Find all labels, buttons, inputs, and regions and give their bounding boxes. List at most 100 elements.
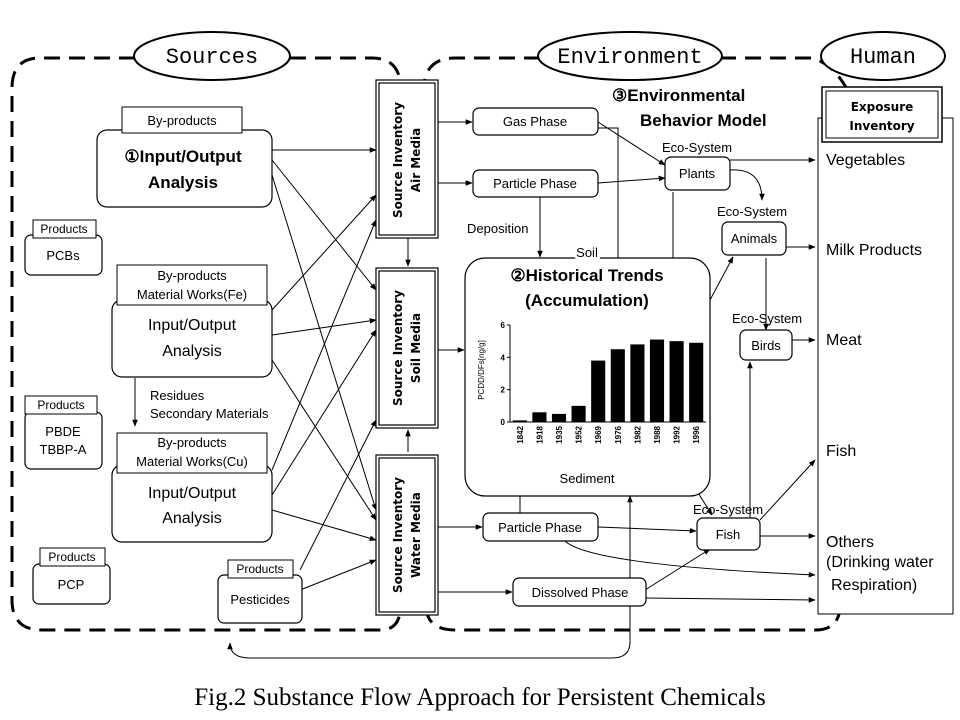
pcbs-tab: Products: [40, 222, 87, 236]
eco-animals[interactable]: Eco-System Animals: [717, 204, 787, 256]
chart-y-tick-6: 6: [501, 321, 506, 330]
chart-x-tick-1918: 1918: [535, 425, 544, 443]
inventory-air-line1: Source Inventory: [391, 102, 405, 218]
chart-x-tick-1988: 1988: [653, 425, 662, 443]
particle-phase-water-box[interactable]: Particle Phase: [482, 512, 599, 542]
chart-x-tick-1976: 1976: [614, 425, 623, 443]
io1-line1: Input/Output: [140, 147, 242, 166]
eco-birds-label: Eco-System: [732, 311, 802, 326]
figure-caption: Fig.2 Substance Flow Approach for Persis…: [194, 684, 765, 711]
human-header-label: Human: [850, 45, 916, 70]
io3-tab-line1: By-products: [157, 435, 227, 450]
human-header: Human: [820, 31, 946, 81]
gas-phase-label: Gas Phase: [503, 114, 567, 129]
human-milk-products: Milk Products: [826, 242, 922, 259]
exposure-inventory-panel[interactable]: Exposure Inventory Vegetables Milk Produ…: [817, 86, 954, 615]
inventory-air-line2: Air Media: [409, 128, 423, 192]
pesticides-label: Pesticides: [230, 592, 290, 607]
chart-x-tick-1969: 1969: [594, 425, 603, 443]
chart-bar-1996: [689, 342, 704, 422]
io-analysis-fe[interactable]: By-products Material Works(Fe) Input/Out…: [111, 264, 273, 378]
io-analysis-cu[interactable]: By-products Material Works(Cu) Input/Out…: [111, 432, 273, 543]
fish-eco-label: Fish: [716, 527, 741, 542]
chart-bar-1982: [630, 344, 645, 422]
exposure-line1: Exposure: [851, 100, 914, 114]
eco-plants-label: Eco-System: [662, 140, 732, 155]
eco-plants[interactable]: Eco-System Plants: [662, 140, 732, 191]
behavior-model-label: ③Environmental Behavior Model: [612, 86, 767, 130]
dissolved-phase-box[interactable]: Dissolved Phase: [512, 577, 647, 607]
chart-bar-1988: [649, 339, 665, 422]
pcbs-label: PCBs: [46, 248, 80, 263]
human-respiration: Respiration): [831, 577, 917, 594]
historical-line1: ②Historical Trends: [510, 266, 663, 285]
pbde-line1: PBDE: [45, 424, 81, 439]
sediment-label: Sediment: [560, 471, 615, 486]
deposition-label: Deposition: [467, 221, 528, 236]
inventory-air[interactable]: Source Inventory Air Media: [375, 79, 439, 239]
particle-phase-air-label: Particle Phase: [493, 176, 577, 191]
historical-number: ②: [510, 266, 525, 285]
gas-phase-box[interactable]: Gas Phase: [472, 107, 599, 136]
chart-y-tick-2: 2: [501, 386, 506, 395]
eco-animals-label: Eco-System: [717, 204, 787, 219]
particle-phase-air-box[interactable]: Particle Phase: [472, 169, 599, 198]
human-vegetables: Vegetables: [826, 152, 905, 169]
exposure-line2: Inventory: [849, 119, 914, 133]
product-pcbs[interactable]: Products PCBs: [24, 219, 103, 276]
chart-x-tick-1935: 1935: [555, 425, 564, 443]
chart-x-tick-1982: 1982: [633, 425, 642, 443]
inventory-water[interactable]: Source Inventory Water Media: [375, 454, 439, 616]
historical-title: Historical Trends: [526, 266, 664, 285]
io-analysis-1[interactable]: By-products ①Input/Output Analysis: [96, 106, 273, 208]
chart-bar-1969: [591, 360, 606, 422]
chart-bar-1992: [669, 341, 684, 422]
inventory-water-line2: Water Media: [409, 492, 423, 578]
pbde-tab: Products: [37, 398, 84, 412]
flow-arrows: [132, 119, 816, 659]
product-pbde[interactable]: Products PBDE TBBP-A: [24, 395, 103, 470]
soil-sediment-box[interactable]: Soil ②Historical Trends (Accumulation) S…: [464, 242, 711, 497]
human-others: Others: [826, 534, 874, 551]
io2-line1: Input/Output: [148, 317, 237, 334]
residues-line1: Residues: [150, 388, 205, 403]
human-meat: Meat: [826, 332, 862, 349]
io1-number: ①: [124, 147, 139, 166]
pbde-line2: TBBP-A: [40, 442, 87, 457]
chart-bar-1976: [610, 349, 625, 422]
io3-line1: Input/Output: [148, 485, 237, 502]
product-pcp[interactable]: Products PCP: [32, 547, 111, 605]
chart-x-tick-1842: 1842: [516, 425, 525, 443]
inventory-soil-line2: Soil Media: [409, 313, 423, 383]
chart-bar-1918: [532, 412, 547, 422]
io2-tab-line2: Material Works(Fe): [137, 287, 247, 302]
chart-bar-1952: [571, 405, 586, 422]
environment-header-label: Environment: [557, 45, 702, 70]
chart-bar-1935: [551, 413, 567, 422]
product-pesticides[interactable]: Products Pesticides: [217, 559, 303, 624]
birds-label: Birds: [751, 338, 781, 353]
behavior-line2: Behavior Model: [640, 111, 767, 130]
particle-phase-water-label: Particle Phase: [498, 520, 582, 535]
eco-fish[interactable]: Eco-System Fish: [693, 502, 763, 551]
inventory-soil-line1: Source Inventory: [391, 290, 405, 406]
dissolved-phase-label: Dissolved Phase: [532, 585, 629, 600]
io3-line2: Analysis: [162, 510, 222, 527]
io3-tab-line2: Material Works(Cu): [136, 454, 248, 469]
inventory-soil[interactable]: Source Inventory Soil Media: [375, 267, 439, 429]
pesticides-tab: Products: [236, 562, 283, 576]
inventory-water-line1: Source Inventory: [391, 477, 405, 593]
human-drinking-water: (Drinking water: [826, 554, 934, 571]
chart-bar-1842: [512, 420, 527, 422]
sources-region-top: [290, 56, 402, 81]
chart-y-tick-0: 0: [501, 418, 506, 427]
io1-line2: Analysis: [148, 173, 218, 192]
chart-y-tick-4: 4: [501, 353, 506, 362]
chart-x-tick-1952: 1952: [575, 425, 584, 443]
eco-birds[interactable]: Eco-System Birds: [732, 311, 802, 361]
sources-region: [10, 56, 402, 632]
behavior-title: Environmental: [627, 86, 745, 105]
